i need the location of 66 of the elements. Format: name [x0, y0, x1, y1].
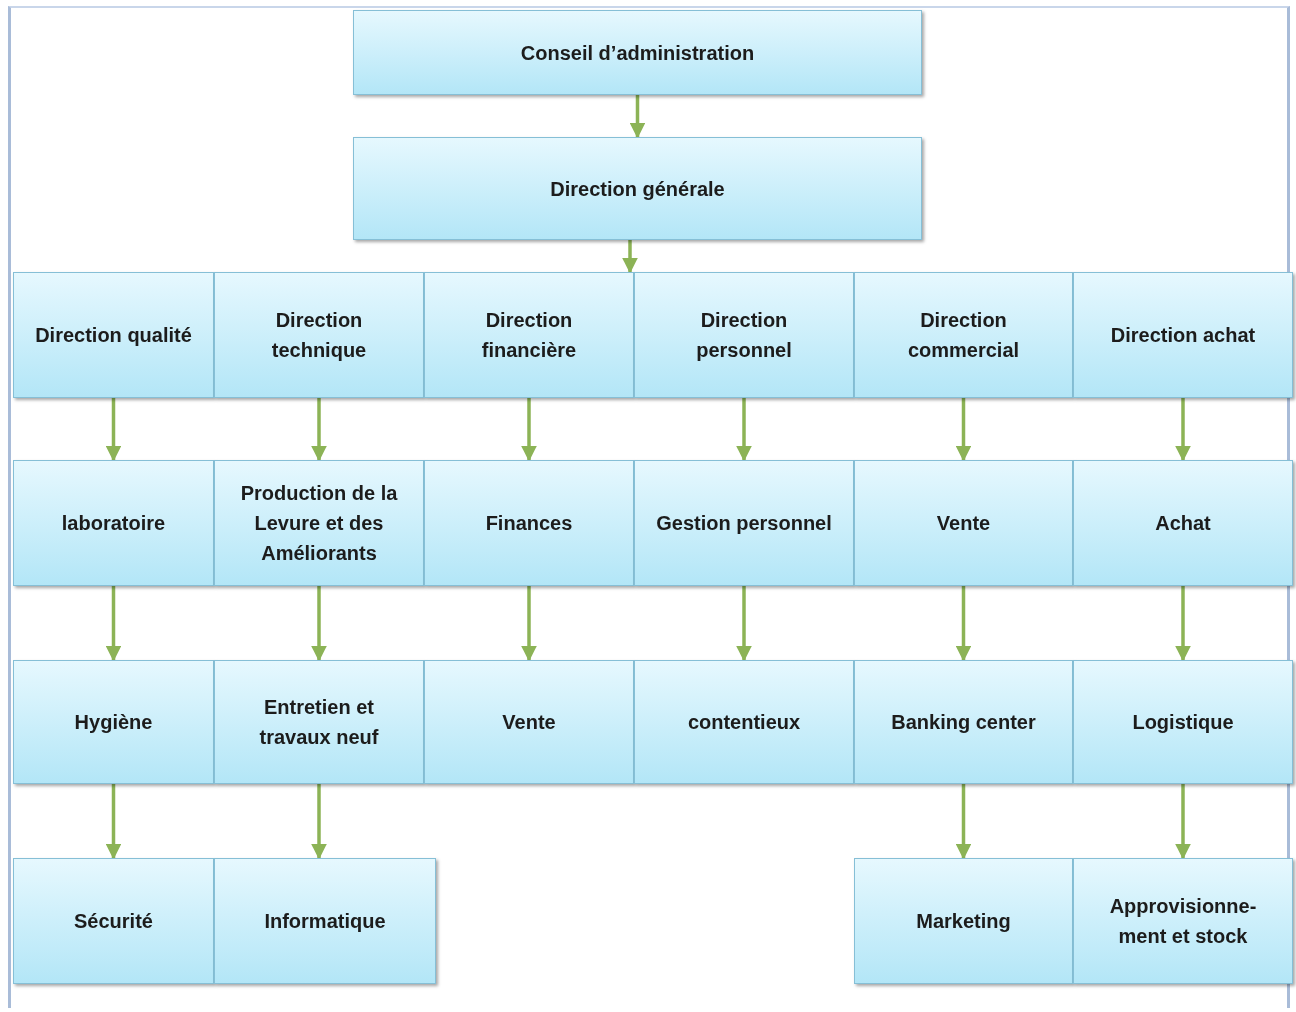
box-label: Entretien et travaux neuf — [258, 695, 380, 750]
box-label: Vente — [502, 710, 556, 735]
org-box — [353, 137, 922, 240]
arrow — [736, 398, 752, 462]
org-box — [214, 858, 436, 984]
box-label: Production de la Levure et des Améliorants — [239, 481, 399, 566]
box-label: contentieux — [687, 710, 801, 735]
arrow — [1175, 398, 1191, 462]
org-box — [13, 460, 214, 586]
arrow — [105, 784, 122, 860]
box-label: Sécurité — [74, 909, 153, 934]
arrow — [105, 398, 122, 462]
arrow — [311, 586, 327, 662]
box-label: Direction technique — [270, 308, 368, 363]
arrow — [955, 784, 972, 860]
org-box — [1073, 460, 1293, 586]
arrow — [1175, 784, 1191, 860]
org-box — [424, 660, 634, 784]
box-label: Direction commercial — [906, 308, 1021, 363]
org-box — [13, 858, 214, 984]
org-box — [634, 660, 854, 784]
box-label: laboratoire — [61, 511, 166, 536]
box-label: Gestion personnel — [656, 511, 832, 536]
box-label: Banking center — [891, 710, 1036, 735]
box-label: Conseil d’administration — [520, 40, 755, 66]
box-label: Achat — [1155, 511, 1211, 536]
arrow — [521, 586, 537, 662]
org-box — [353, 10, 922, 95]
arrow — [955, 398, 972, 462]
org-box — [424, 272, 634, 398]
box-label: Hygiène — [74, 710, 153, 735]
box-label: Direction qualité — [35, 323, 192, 348]
arrow — [1175, 586, 1191, 662]
org-box — [214, 272, 424, 398]
org-box — [854, 858, 1073, 984]
org-box — [1073, 660, 1293, 784]
org-box — [634, 460, 854, 586]
box-label: Marketing — [916, 909, 1011, 934]
arrow — [629, 95, 646, 139]
box-label: Vente — [936, 511, 991, 536]
box-label: Logistique — [1132, 710, 1234, 735]
arrow — [736, 586, 752, 662]
org-box — [854, 660, 1073, 784]
org-box — [424, 460, 634, 586]
box-label: Direction personnel — [695, 308, 793, 363]
org-box — [854, 272, 1073, 398]
org-box — [1073, 858, 1293, 984]
org-box — [214, 660, 424, 784]
arrow — [311, 398, 327, 462]
arrow — [311, 784, 327, 860]
arrow — [521, 398, 537, 462]
org-box — [634, 272, 854, 398]
box-label: Approvisionne- ment et stock — [1108, 894, 1258, 949]
org-box — [13, 660, 214, 784]
box-label: Direction achat — [1110, 323, 1256, 348]
org-box — [214, 460, 424, 586]
box-label: Direction financière — [480, 308, 578, 363]
org-box — [854, 460, 1073, 586]
arrow — [955, 586, 972, 662]
box-label: Direction générale — [550, 176, 725, 202]
arrow — [105, 586, 122, 662]
org-box — [13, 272, 214, 398]
box-label: Finances — [485, 511, 573, 536]
org-box — [1073, 272, 1293, 398]
box-label: Informatique — [264, 909, 386, 934]
arrow — [622, 240, 638, 274]
